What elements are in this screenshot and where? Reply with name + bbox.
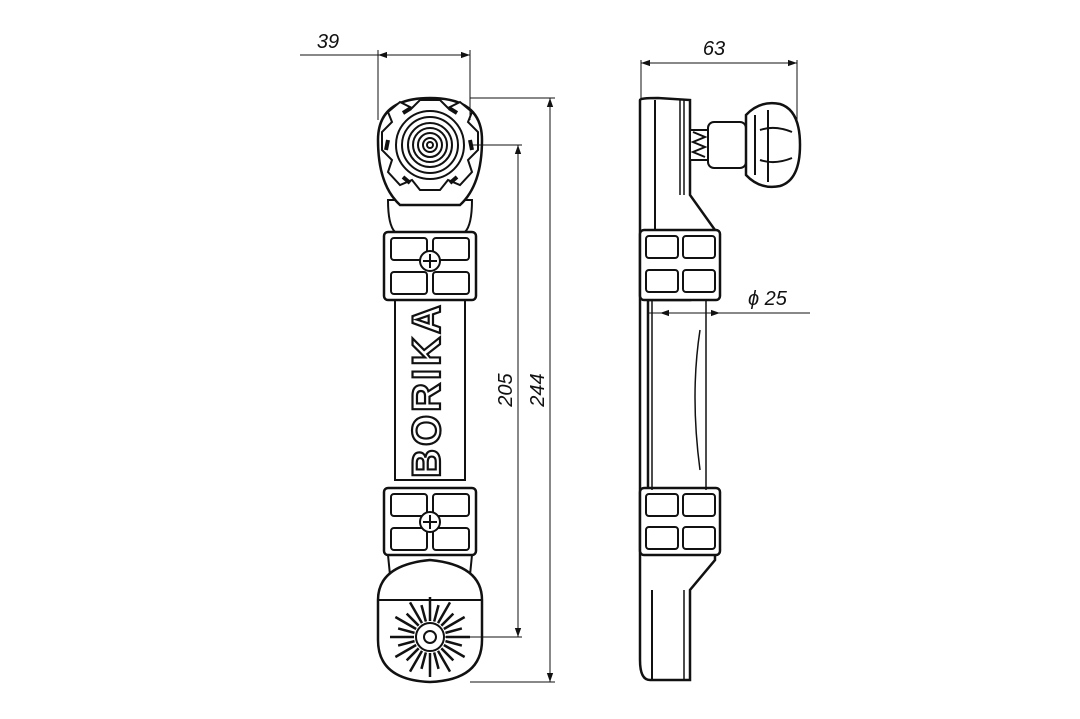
front-bottom-head [376, 558, 484, 684]
sunburst-spoke [394, 643, 417, 659]
sunburst-spoke [397, 627, 415, 635]
front-view [376, 96, 484, 684]
sunburst-spoke [443, 643, 466, 659]
dim-side-width: 63 [703, 38, 725, 60]
side-lower-clamp [638, 486, 722, 557]
front-bar [394, 299, 466, 481]
dim-front-width: 39 [317, 31, 339, 53]
side-view [638, 96, 802, 682]
sunburst-spoke [432, 652, 440, 670]
sunburst-spoke [420, 652, 428, 670]
sunburst-spoke [440, 612, 455, 627]
dimension-lines [300, 50, 810, 683]
front-top-head [376, 96, 484, 207]
dim-overall-length: 244 [527, 373, 549, 407]
sunburst-spoke [445, 627, 463, 635]
sunburst-spoke [436, 601, 452, 624]
sunburst-spoke [405, 612, 420, 627]
sunburst-spoke [432, 604, 440, 622]
sunburst-spoke [440, 647, 455, 662]
dim-diameter: ϕ 25 [748, 288, 788, 310]
sunburst-spoke [445, 639, 463, 647]
sunburst-spoke [394, 615, 417, 631]
sunburst-spoke [405, 647, 420, 662]
front-lower-clamp [382, 486, 478, 557]
side-knob [689, 101, 802, 189]
sunburst-spoke [443, 615, 466, 631]
sunburst-spoke [408, 601, 424, 624]
sunburst-spoke [397, 639, 415, 647]
front-upper-clamp [382, 230, 478, 302]
sunburst-spoke [408, 650, 424, 673]
dim-hole-span: 205 [495, 372, 517, 407]
sunburst-spoke [420, 604, 428, 622]
brand-label: BORIKA [405, 302, 449, 478]
side-upper-clamp [638, 228, 722, 302]
sunburst-spoke [436, 650, 452, 673]
